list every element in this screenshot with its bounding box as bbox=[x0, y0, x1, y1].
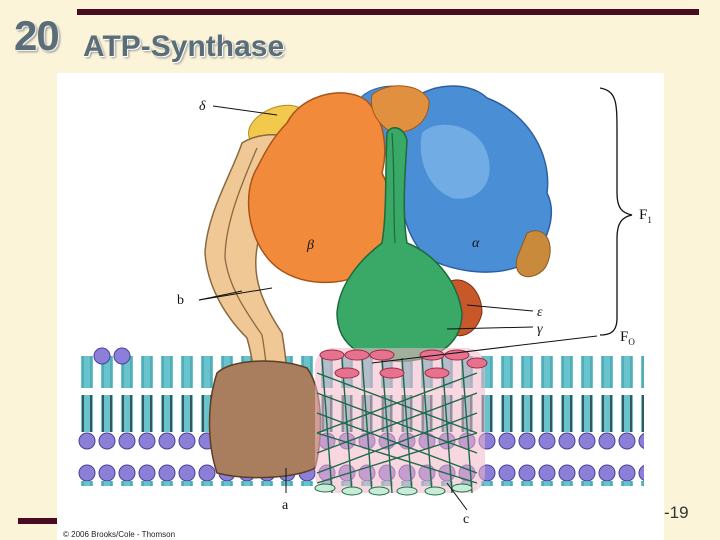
beta-subunit-back bbox=[370, 85, 430, 134]
bottom-rule bbox=[18, 518, 58, 524]
slide-title: ATP-Synthase bbox=[83, 30, 285, 63]
label-beta: β bbox=[306, 238, 314, 253]
label-f0: FO bbox=[620, 329, 635, 347]
label-delta: δ bbox=[199, 99, 206, 114]
copyright-notice: © 2006 Brooks/Cole - Thomson bbox=[63, 530, 176, 539]
label-epsilon: ε bbox=[537, 305, 543, 320]
c-ring bbox=[314, 348, 488, 496]
atp-synthase-figure: δ β α b ε γ F1 FO a c © 2006 Brooks/Cole… bbox=[57, 73, 664, 540]
label-alpha: α bbox=[472, 236, 480, 251]
label-gamma: γ bbox=[537, 322, 543, 337]
atp-synthase-diagram: δ β α b ε γ F1 FO a c bbox=[77, 85, 652, 527]
label-c: c bbox=[463, 512, 469, 527]
label-b: b bbox=[177, 293, 184, 308]
top-rule bbox=[77, 9, 699, 15]
a-subunit bbox=[208, 360, 322, 479]
leader-lines bbox=[198, 105, 598, 511]
tan-subunit bbox=[515, 230, 551, 278]
chapter-number: 20 bbox=[14, 12, 60, 59]
label-f1: F1 bbox=[639, 207, 652, 225]
slide-number: -19 bbox=[664, 503, 689, 522]
label-a: a bbox=[282, 498, 289, 513]
f1-brace bbox=[599, 87, 633, 336]
